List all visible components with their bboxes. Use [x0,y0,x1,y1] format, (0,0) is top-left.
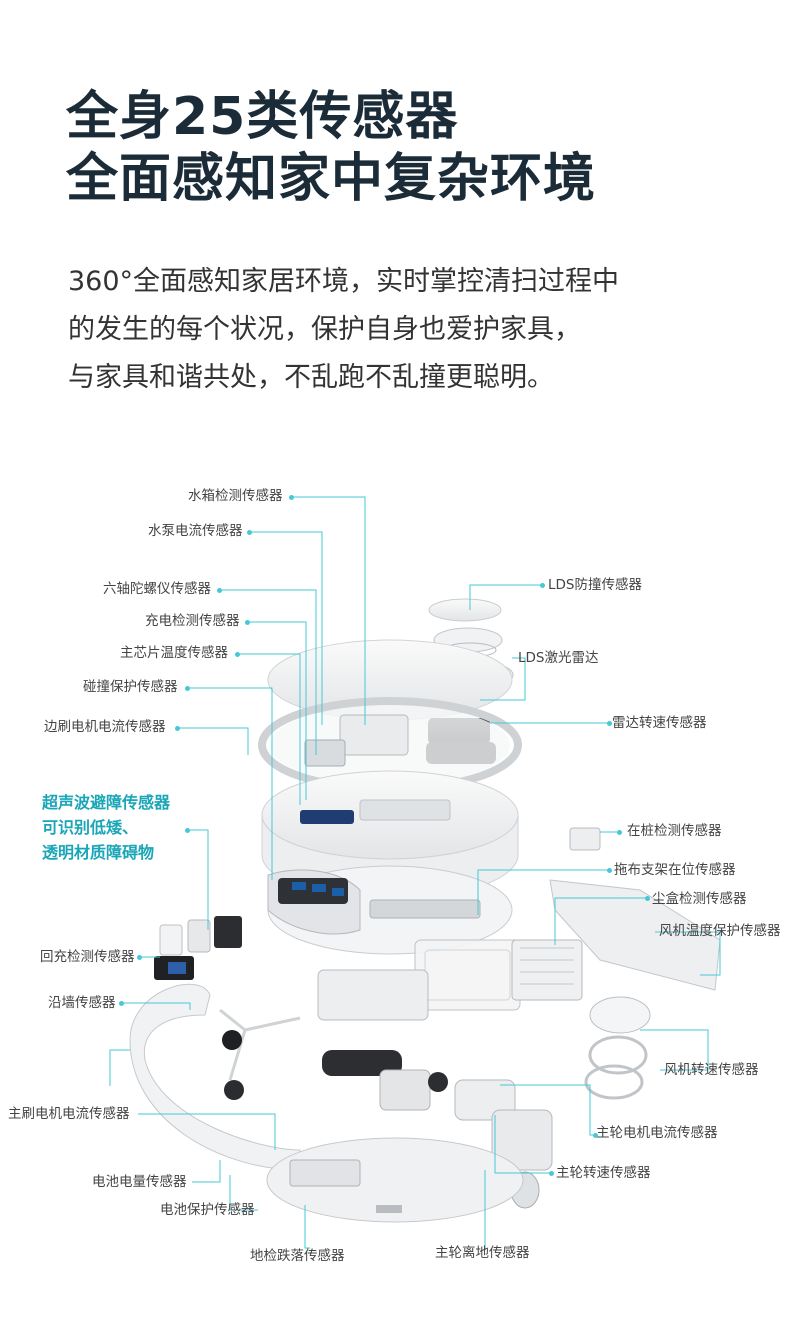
anchor-dot [217,588,222,593]
description-line-2: 的发生的每个状况，保护自身也爱护家具， [68,314,581,345]
label-bump-protect-sensor: 碰撞保护传感器 [83,679,178,695]
anchor-dot [175,726,180,731]
fan-impeller [584,996,651,1100]
label-water-tank-sensor: 水箱检测传感器 [188,488,283,504]
bottom-bumper-ring [129,983,301,1171]
anchor-dot [617,830,622,835]
label-dock-detect-sensor: 在桩检测传感器 [627,823,722,839]
upper-shell [258,697,522,793]
anchor-dot [247,530,252,535]
headline: 全身25类传感器 全面感知家中复杂环境 [66,86,596,210]
callout-ultrasonic-line-3: 透明材质障碍物 [42,843,155,862]
label-charge-detect-sensor: 充电检测传感器 [145,613,240,629]
exploded-view-diagram: 水箱检测传感器 水泵电流传感器 六轴陀螺仪传感器 充电检测传感器 主芯片温度传感… [0,470,790,1290]
label-battery-level-sensor: 电池电量传感器 [92,1174,187,1190]
label-radar-speed-sensor: 雷达转速传感器 [612,715,707,731]
anchor-dot [235,652,240,657]
anchor-dot [185,686,190,691]
label-pump-current-sensor: 水泵电流传感器 [148,523,243,539]
callout-ultrasonic-sensor: 超声波避障传感器 可识别低矮、 透明材质障碍物 [42,790,170,865]
base-plate [266,1137,524,1223]
dock-detect-board [569,827,601,851]
label-side-brush-current-sensor: 边刷电机电流传感器 [44,719,166,735]
anchor-dot [289,495,294,500]
label-wheel-drop-sensor: 主轮离地传感器 [435,1245,530,1261]
label-battery-protect-sensor: 电池保护传感器 [160,1202,255,1218]
side-brush [219,1008,301,1100]
anchor-dot [549,1171,554,1176]
robot-exploded-illustration [109,496,721,1250]
description-line-1: 360°全面感知家居环境，实时掌控清扫过程中 [68,266,620,297]
anchor-dot [137,955,142,960]
label-wheel-speed-sensor: 主轮转速传感器 [556,1165,651,1181]
label-wheel-current-sensor: 主轮电机电流传感器 [596,1125,718,1141]
callout-ultrasonic-line-1: 超声波避障传感器 [42,793,171,812]
callout-ultrasonic-line-2: 可识别低矮、 [42,818,139,837]
label-dustbin-detect-sensor: 尘盒检测传感器 [652,891,747,907]
anchor-dot [607,721,612,726]
label-recharge-detect-sensor: 回充检测传感器 [40,949,135,965]
description: 360°全面感知家居环境，实时掌控清扫过程中 的发生的每个状况，保护自身也爱护家… [68,258,619,402]
anchor-dot [185,828,190,833]
leader-lines [109,496,721,1250]
filter-housing [511,879,721,1001]
label-cliff-sensor: 地检跌落传感器 [250,1248,345,1264]
label-fan-speed-sensor: 风机转速传感器 [664,1062,759,1078]
main-brush-module [317,969,431,1111]
label-lds-bump-sensor: LDS防撞传感器 [548,577,642,593]
label-lds-laser-radar: LDS激光雷达 [518,650,599,666]
label-chip-temp-sensor: 主芯片温度传感器 [120,645,228,661]
dust-box [414,939,521,1011]
label-wall-follow-sensor: 沿墙传感器 [48,995,116,1011]
anchor-dot [593,1133,598,1138]
anchor-dot [119,1001,124,1006]
label-gyro-sensor: 六轴陀螺仪传感器 [103,581,211,597]
headline-line-1: 全身25类传感器 [66,87,459,147]
label-main-brush-current-sensor: 主刷电机电流传感器 [8,1106,130,1122]
headline-line-2: 全面感知家中复杂环境 [66,149,597,209]
anchor-dot [245,620,250,625]
label-mop-holder-sensor: 拖布支架在位传感器 [614,862,736,878]
description-line-3: 与家具和谐共处，不乱跑不乱撞更聪明。 [68,362,554,393]
anchor-dot [540,583,545,588]
label-fan-temp-sensor: 风机温度保护传感器 [659,923,781,939]
ultrasonic-sensor-parts [154,916,242,980]
anchor-dot [607,868,612,873]
chassis-frame [267,865,513,955]
anchor-dot [645,896,650,901]
